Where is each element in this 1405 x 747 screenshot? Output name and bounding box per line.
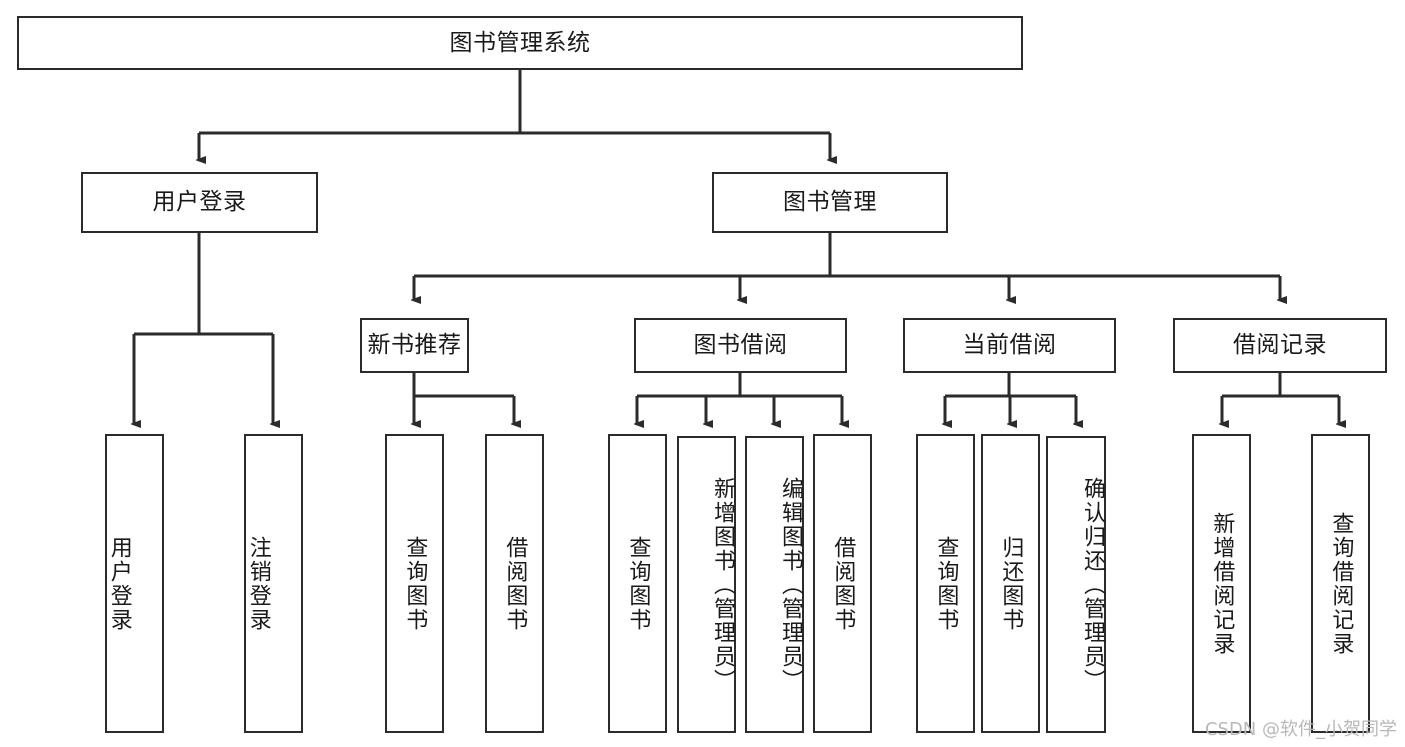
leaf-edit-book[interactable]: 编辑图书（管理员） bbox=[745, 436, 804, 733]
node-label: 图书借阅 bbox=[693, 332, 788, 358]
node-label: 查询图书 bbox=[625, 535, 651, 632]
node-label: 编辑图书（管理员） bbox=[778, 476, 803, 693]
node-label: 图书管理系统 bbox=[449, 29, 591, 56]
node-current-borrow[interactable]: 当前借阅 bbox=[903, 318, 1116, 373]
node-label: 新书推荐 bbox=[367, 332, 462, 358]
node-label: 注销登录 bbox=[245, 535, 271, 632]
leaf-query-book-2[interactable]: 查询图书 bbox=[608, 434, 667, 733]
node-book-borrow[interactable]: 图书借阅 bbox=[634, 318, 847, 373]
node-label: 新增图书（管理员） bbox=[710, 476, 735, 693]
leaf-query-book-1[interactable]: 查询图书 bbox=[385, 434, 444, 733]
leaf-user-login[interactable]: 用户登录 bbox=[105, 434, 164, 733]
node-borrow-record[interactable]: 借阅记录 bbox=[1173, 318, 1387, 373]
node-user-login[interactable]: 用户登录 bbox=[81, 172, 318, 233]
node-label: 确认归还（管理员） bbox=[1080, 476, 1105, 693]
node-label: 借阅图书 bbox=[830, 535, 856, 632]
node-label: 借阅记录 bbox=[1233, 332, 1327, 358]
node-label: 查询图书 bbox=[402, 535, 428, 632]
node-label: 当前借阅 bbox=[962, 332, 1057, 358]
leaf-query-record[interactable]: 查询借阅记录 bbox=[1311, 434, 1370, 733]
leaf-return-book[interactable]: 归还图书 bbox=[981, 434, 1040, 733]
node-label: 查询图书 bbox=[933, 535, 959, 632]
node-root-book-management-system[interactable]: 图书管理系统 bbox=[17, 16, 1023, 70]
leaf-add-book[interactable]: 新增图书（管理员） bbox=[677, 436, 736, 733]
node-book-manage[interactable]: 图书管理 bbox=[712, 172, 948, 233]
leaf-query-book-3[interactable]: 查询图书 bbox=[916, 434, 975, 733]
leaf-confirm-return[interactable]: 确认归还（管理员） bbox=[1046, 436, 1106, 733]
node-label: 新增借阅记录 bbox=[1209, 511, 1235, 656]
csdn-watermark: CSDN @软件_小贺同学 bbox=[1204, 719, 1397, 740]
node-label: 用户登录 bbox=[152, 189, 247, 215]
node-label: 用户登录 bbox=[106, 535, 132, 632]
node-new-book-recommend[interactable]: 新书推荐 bbox=[360, 318, 469, 373]
leaf-borrow-book-1[interactable]: 借阅图书 bbox=[485, 434, 544, 733]
leaf-borrow-book-2[interactable]: 借阅图书 bbox=[813, 434, 872, 733]
node-label: 借阅图书 bbox=[502, 535, 528, 632]
node-label: 归还图书 bbox=[998, 535, 1024, 632]
node-label: 查询借阅记录 bbox=[1328, 511, 1354, 656]
leaf-add-record[interactable]: 新增借阅记录 bbox=[1192, 434, 1251, 733]
leaf-logout-login[interactable]: 注销登录 bbox=[244, 434, 303, 733]
node-label: 图书管理 bbox=[783, 189, 877, 215]
